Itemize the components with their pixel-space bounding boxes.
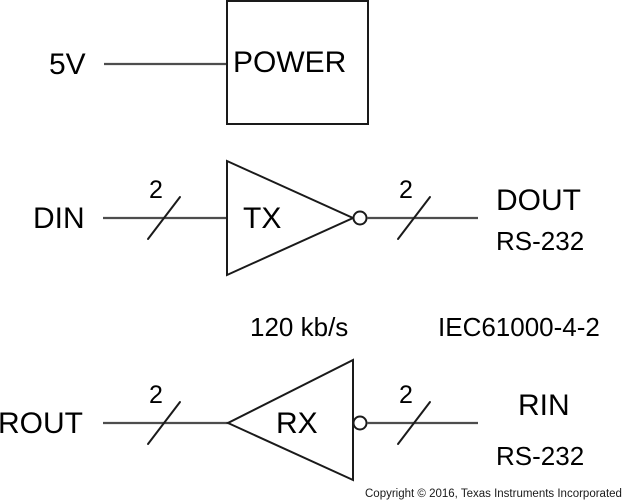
- rin-bus-slash-icon: [397, 401, 431, 445]
- receiver-section: [103, 358, 478, 482]
- rin-standard-label: RS-232: [496, 441, 585, 471]
- din-label: DIN: [33, 202, 85, 235]
- rout-bus-slash-icon: [147, 401, 181, 445]
- supply-voltage-label: 5V: [49, 48, 86, 81]
- rin-bus-width-label: 2: [399, 381, 413, 409]
- rin-label: RIN: [518, 389, 570, 422]
- dout-label: DOUT: [496, 184, 581, 217]
- esd-standard-label: IEC61000-4-2: [438, 312, 600, 342]
- copyright-notice: Copyright © 2016, Texas Instruments Inco…: [365, 488, 622, 500]
- rx-gate-label: RX: [276, 407, 318, 440]
- din-bus-slash-icon: [147, 196, 181, 240]
- rx-gate-triangle: [225, 358, 354, 482]
- power-block-label: POWER: [233, 46, 347, 79]
- data-rate-label: 120 kb/s: [250, 312, 349, 342]
- rout-bus-width-label: 2: [149, 381, 163, 409]
- dout-bus-width-label: 2: [399, 176, 413, 204]
- rout-label: ROUT: [0, 407, 83, 440]
- din-bus-width-label: 2: [149, 176, 163, 204]
- power-block-outline: [226, 0, 369, 125]
- rx-inverting-bubble-icon: [352, 415, 368, 431]
- power-section: [104, 0, 369, 125]
- transmitter-section: [103, 159, 478, 277]
- dout-bus-slash-icon: [397, 196, 431, 240]
- tx-gate-label: TX: [243, 202, 282, 235]
- tx-gate-triangle: [226, 159, 356, 277]
- dout-standard-label: RS-232: [496, 226, 585, 256]
- tx-inverting-bubble-icon: [352, 210, 368, 226]
